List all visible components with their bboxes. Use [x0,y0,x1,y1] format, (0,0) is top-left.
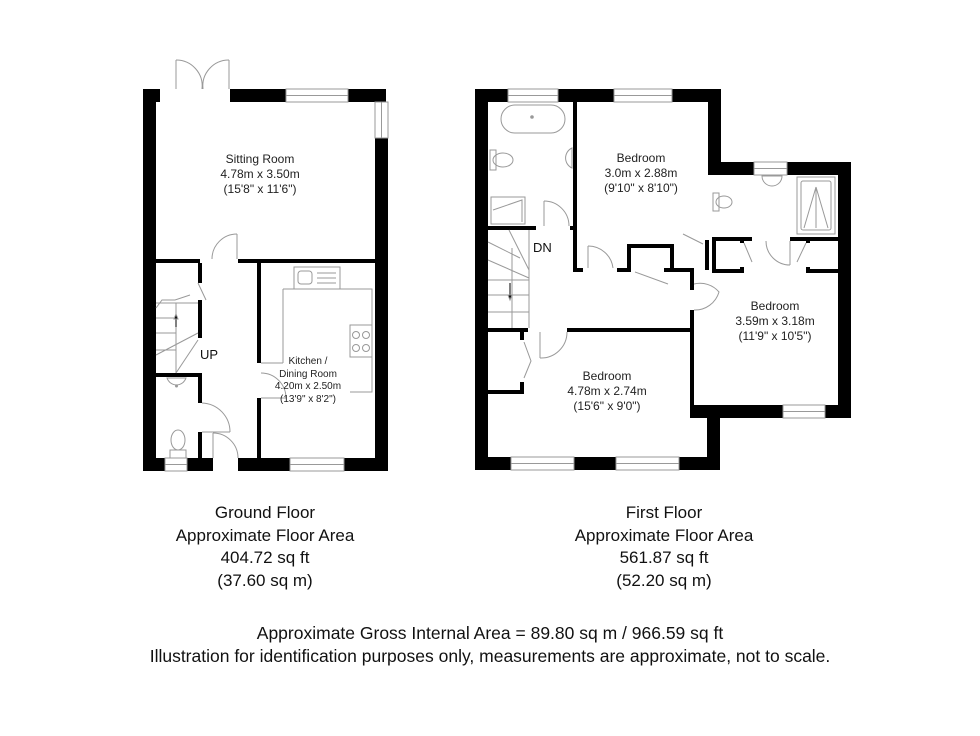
ground-floor-walls [143,89,388,471]
room-name: Kitchen / [288,356,328,367]
room-dimensions-metric: 4.78m x 2.74m [567,384,647,398]
room-dimensions-metric: 4.20m x 2.50m [274,381,342,392]
floor-area-sqm: (52.20 sq m) [616,570,712,590]
first-floor-windows [507,88,826,471]
ground-floor-plan [143,59,389,472]
floor-subtitle: Approximate Floor Area [574,525,754,545]
floor-title: First Floor [625,503,703,522]
room-dimensions-metric: 3.0m x 2.88m [604,166,678,180]
first-floor-doors [523,200,807,379]
ground-floor-windows [164,88,389,472]
room-dimensions-imperial: (15'6" x 9'0") [573,399,641,413]
room-dimensions-imperial: (9'10" x 8'10") [604,181,678,195]
room-name: Bedroom [616,151,666,165]
room-label-bedroom-3: Bedroom 4.78m x 2.74m (15'6" x 9'0") [546,369,668,414]
room-name: Bedroom [582,369,632,383]
floor-area-sqft: 561.87 sq ft [619,548,709,567]
stairs-up-label: UP [200,347,219,362]
room-label-kitchen: Kitchen / Dining Room 4.20m x 2.50m (13'… [258,356,358,406]
room-dimensions-imperial: (11'9" x 10'5") [738,329,812,343]
first-floor-fixtures [489,104,836,235]
ground-floor-stairs [155,294,199,374]
room-dimensions-imperial: (13'9" x 8'2") [280,393,336,405]
floor-area-sqft: 404.72 sq ft [220,548,310,567]
floor-title: Ground Floor [214,503,316,522]
first-floor-stairs [487,229,530,328]
floor-area-sqm: (37.60 sq m) [217,570,313,590]
footer-notes: Approximate Gross Internal Area = 89.80 … [0,622,980,668]
room-dimensions-metric: 3.59m x 3.18m [735,314,815,328]
first-floor-walls [475,89,851,470]
first-floor-caption: First Floor Approximate Floor Area 561.8… [514,502,814,592]
disclaimer: Illustration for identification purposes… [149,646,831,666]
room-name: Sitting Room [225,152,295,166]
first-floor-plan [475,88,851,471]
ground-floor-caption: Ground Floor Approximate Floor Area 404.… [115,502,415,592]
room-label-sitting-room: Sitting Room 4.78m x 3.50m (15'8" x 11'6… [190,152,330,197]
ground-floor-doors [175,59,287,459]
stairs-down-label: DN [533,240,552,255]
gross-internal-area: Approximate Gross Internal Area = 89.80 … [256,623,724,643]
room-dimensions-metric: 4.78m x 3.50m [220,167,300,181]
floor-subtitle: Approximate Floor Area [175,525,355,545]
ground-floor-fixtures [166,266,373,459]
room-label-bedroom-2: Bedroom 3.59m x 3.18m (11'9" x 10'5") [714,299,836,344]
room-name: Bedroom [750,299,800,313]
room-dimensions-imperial: (15'8" x 11'6") [223,182,297,196]
room-label-bedroom-1: Bedroom 3.0m x 2.88m (9'10" x 8'10") [580,151,702,196]
room-name-line2: Dining Room [279,368,337,380]
